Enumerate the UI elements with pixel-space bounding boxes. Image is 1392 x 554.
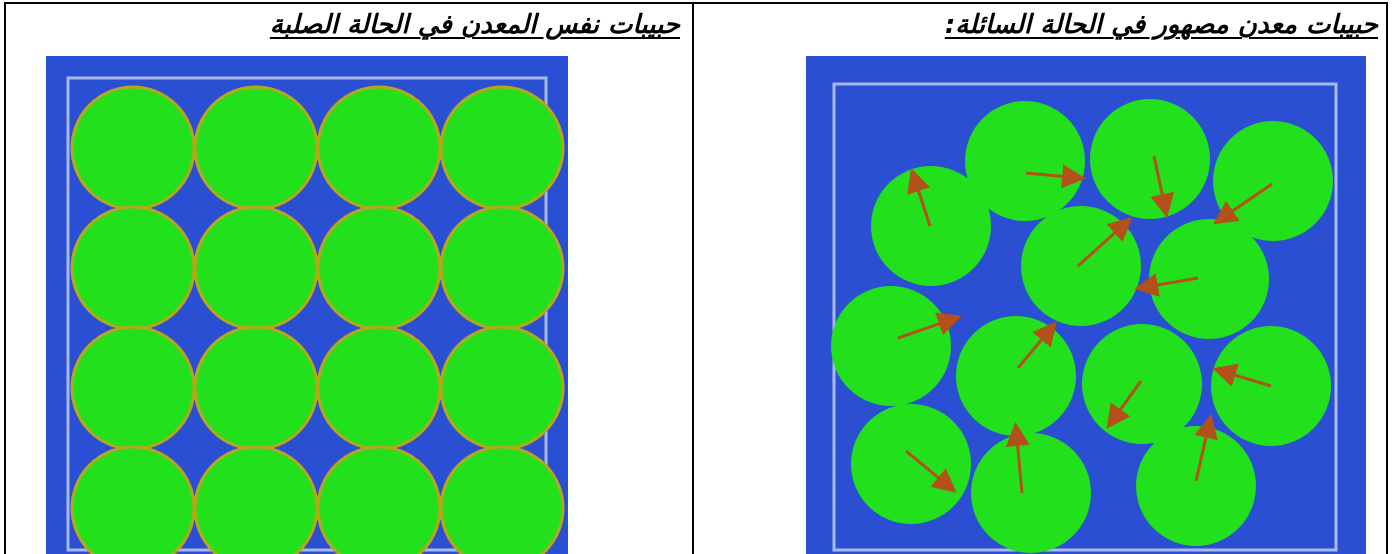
solid-particle — [72, 447, 194, 554]
solid-particle — [318, 327, 440, 449]
solid-particle — [441, 327, 563, 449]
liquid-particle — [851, 404, 971, 524]
solid-particle — [195, 87, 317, 209]
liquid-particle — [1149, 219, 1269, 339]
solid-particle — [318, 447, 440, 554]
solid-state-caption: حبيبات نفس المعدن في الحالة الصلبة — [270, 8, 680, 42]
liquid-state-diagram — [806, 56, 1366, 554]
liquid-particle — [871, 166, 991, 286]
solid-particle — [72, 87, 194, 209]
liquid-particle — [971, 433, 1091, 553]
column-divider — [692, 2, 694, 554]
liquid-particle — [1213, 121, 1333, 241]
solid-state-svg — [46, 56, 568, 554]
liquid-particle — [1090, 99, 1210, 219]
solid-particle — [72, 327, 194, 449]
solid-particle — [441, 447, 563, 554]
solid-particle — [195, 447, 317, 554]
liquid-particle — [1082, 324, 1202, 444]
solid-particle — [72, 207, 194, 329]
solid-particle — [441, 87, 563, 209]
liquid-particle — [956, 316, 1076, 436]
solid-state-diagram — [46, 56, 568, 554]
liquid-state-caption: حبيبات معدن مصهور في الحالة السائلة: — [945, 8, 1378, 42]
solid-particle — [441, 207, 563, 329]
liquid-particle — [1136, 426, 1256, 546]
solid-particle — [318, 87, 440, 209]
solid-particle — [195, 207, 317, 329]
liquid-particle — [831, 286, 951, 406]
liquid-state-svg — [806, 56, 1366, 554]
solid-particle — [195, 327, 317, 449]
solid-particle — [318, 207, 440, 329]
